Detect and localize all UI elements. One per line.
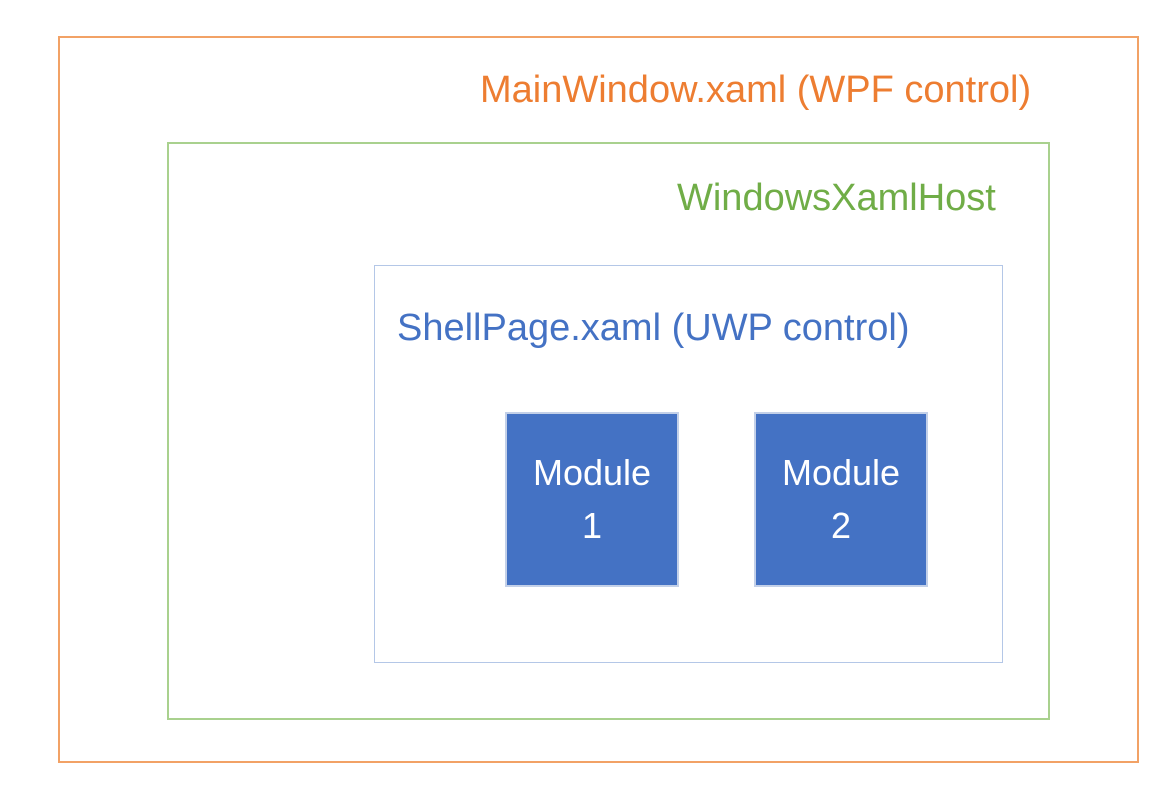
windows-xaml-host-box: WindowsXamlHost ShellPage.xaml (UWP cont… [167, 142, 1050, 720]
module-2-label-line1: Module [781, 452, 901, 494]
module-2-box: Module 2 [754, 412, 928, 587]
mainwindow-wpf-box: MainWindow.xaml (WPF control) WindowsXam… [58, 36, 1139, 763]
module-1-label-line2: 1 [581, 504, 603, 546]
module-2-label-line2: 2 [830, 504, 852, 546]
shellpage-uwp-box: ShellPage.xaml (UWP control) Module 1 Mo… [374, 265, 1003, 663]
module-1-label-line1: Module [532, 452, 652, 494]
windows-xaml-host-label: WindowsXamlHost [677, 177, 996, 219]
module-1-box: Module 1 [505, 412, 679, 587]
shellpage-uwp-label: ShellPage.xaml (UWP control) [397, 307, 910, 349]
mainwindow-wpf-label: MainWindow.xaml (WPF control) [480, 69, 1032, 111]
